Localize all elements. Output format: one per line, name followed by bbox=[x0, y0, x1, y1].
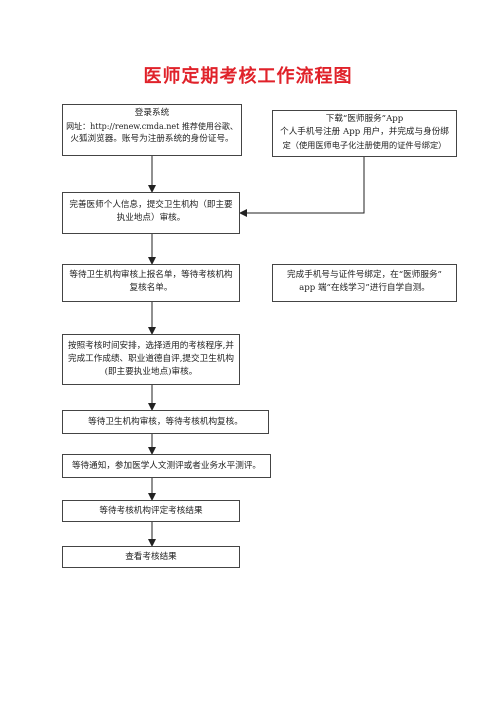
step-schedule: 按照考核时间安排，选择适用的考核程序,并 完成工作成绩、职业道德自评,提交卫生机… bbox=[62, 334, 240, 385]
step-app-download-bind: 定（使用医师电子化注册使用的证件号绑定） bbox=[282, 140, 447, 150]
step-wait-report-line1: 等待卫生机构审核上报名单，等待考核机构 bbox=[69, 270, 233, 280]
step-wait-review-line1: 等待卫生机构审核，等待考核机构复核。 bbox=[88, 417, 243, 427]
step-phone-bind: 完成手机号与证件号绑定，在“医师服务” app 端“在线学习”进行自学自测。 bbox=[272, 264, 457, 302]
step-app-download-register: 个人手机号注册 App 用户，并完成与身份绑 bbox=[280, 127, 449, 137]
step-login-title: 登录系统 bbox=[134, 108, 170, 118]
step-wait-notice-line1: 等待通知，参加医学人文测评或者业务水平测评。 bbox=[71, 461, 262, 471]
step-wait-review: 等待卫生机构审核，等待考核机构复核。 bbox=[62, 410, 269, 434]
step-app-download-title: 下载“医师服务”App bbox=[325, 114, 404, 124]
step-schedule-line1: 按照考核时间安排，选择适用的考核程序,并 bbox=[67, 341, 234, 351]
step-login: 登录系统 网址：http://renew.cmda.net 推荐使用谷歌、 火狐… bbox=[62, 104, 242, 156]
step-check-result: 查看考核结果 bbox=[62, 546, 240, 568]
step-wait-report: 等待卫生机构审核上报名单，等待考核机构 复核名单。 bbox=[62, 264, 240, 302]
arrow-app-to-info bbox=[239, 157, 365, 217]
step-wait-report-line2: 复核名单。 bbox=[129, 283, 173, 293]
step-wait-notice: 等待通知，参加医学人文测评或者业务水平测评。 bbox=[62, 454, 271, 478]
page-title: 医师定期考核工作流程图 bbox=[143, 66, 353, 87]
step-phone-bind-line2: app 端“在线学习”进行自学自测。 bbox=[299, 283, 430, 293]
step-login-url: 网址：http://renew.cmda.net 推荐使用谷歌、 bbox=[66, 122, 238, 131]
step-login-account: 火狐浏览器。账号为注册系统的身份证号。 bbox=[70, 134, 234, 144]
step-complete-info-line2: 执业地点）审核。 bbox=[116, 213, 186, 223]
step-phone-bind-line1: 完成手机号与证件号绑定，在“医师服务” bbox=[287, 270, 442, 280]
step-app-download: 下载“医师服务”App 个人手机号注册 App 用户，并完成与身份绑 定（使用医… bbox=[272, 110, 457, 157]
step-wait-result-line1: 等待考核机构评定考核结果 bbox=[99, 506, 203, 516]
step-schedule-line2: 完成工作成绩、职业道德自评,提交卫生机构 bbox=[67, 354, 234, 364]
step-schedule-line3: (即主要执业地点)审核。 bbox=[104, 367, 198, 377]
step-check-result-line1: 查看考核结果 bbox=[125, 552, 177, 562]
step-wait-result: 等待考核机构评定考核结果 bbox=[62, 500, 240, 522]
step-complete-info: 完善医师个人信息，提交卫生机构（即主要 执业地点）审核。 bbox=[62, 192, 240, 234]
step-complete-info-line1: 完善医师个人信息，提交卫生机构（即主要 bbox=[69, 200, 233, 210]
